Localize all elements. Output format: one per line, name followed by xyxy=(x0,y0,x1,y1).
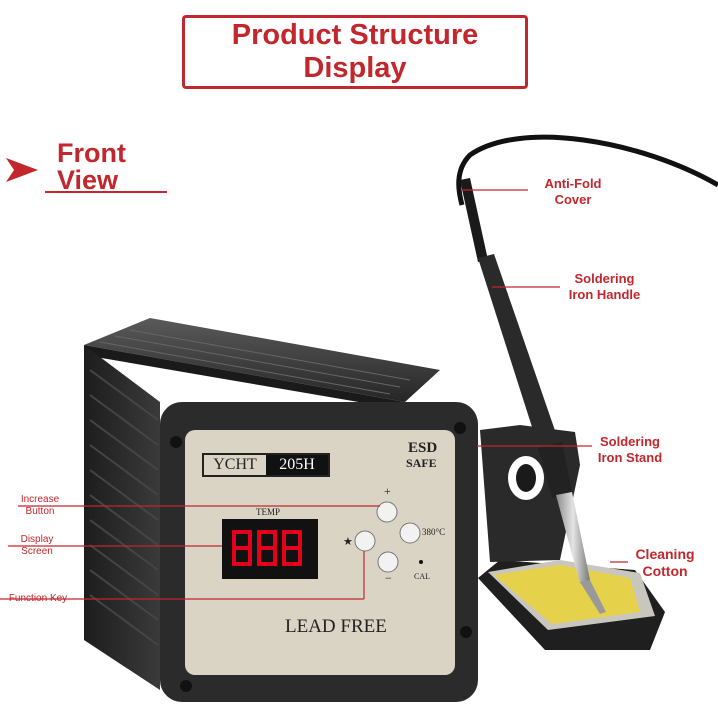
preset-button xyxy=(399,522,421,544)
brand-badge: YCHT 205H xyxy=(202,453,330,477)
page-title: Product Structure Display xyxy=(231,19,479,84)
callout-function-key: Function Key xyxy=(8,593,68,604)
function-button xyxy=(354,530,376,552)
increase-button xyxy=(376,501,398,523)
soldering-iron xyxy=(460,178,606,614)
cable xyxy=(456,134,718,206)
station-body xyxy=(84,318,478,702)
preset-label: 380°C xyxy=(422,527,446,537)
brand-name: YCHT xyxy=(213,456,257,473)
plus-label: + xyxy=(384,484,391,498)
callout-increase-button: Increase Button xyxy=(20,494,60,517)
esd-line1: ESD xyxy=(408,440,438,456)
iron-stand xyxy=(478,425,665,650)
decrease-button xyxy=(377,551,399,573)
section-underline xyxy=(45,191,167,193)
cal-label: CAL xyxy=(414,572,430,581)
callout-iron-handle: Soldering Iron Handle xyxy=(568,271,641,302)
temp-label: TEMP xyxy=(256,507,281,517)
star-icon: ★ xyxy=(343,536,353,548)
callout-cleaning-cotton: Cleaning Cotton xyxy=(635,546,695,579)
callout-anti-fold-cover: Anti-Fold Cover xyxy=(544,176,602,207)
lead-free-label: LEAD FREE xyxy=(285,616,387,637)
arrow-right-icon xyxy=(6,158,38,182)
section-label: Front View xyxy=(57,138,126,195)
minus-label: − xyxy=(385,571,392,585)
model-name: 205H xyxy=(266,455,328,475)
led-digits xyxy=(232,530,302,566)
callout-iron-stand: Soldering Iron Stand xyxy=(597,434,663,465)
title-box: Product Structure Display xyxy=(182,15,528,89)
callout-display-screen: Display Screen xyxy=(20,534,54,557)
faceplate xyxy=(185,430,455,675)
esd-line2: SAFE xyxy=(406,456,437,470)
